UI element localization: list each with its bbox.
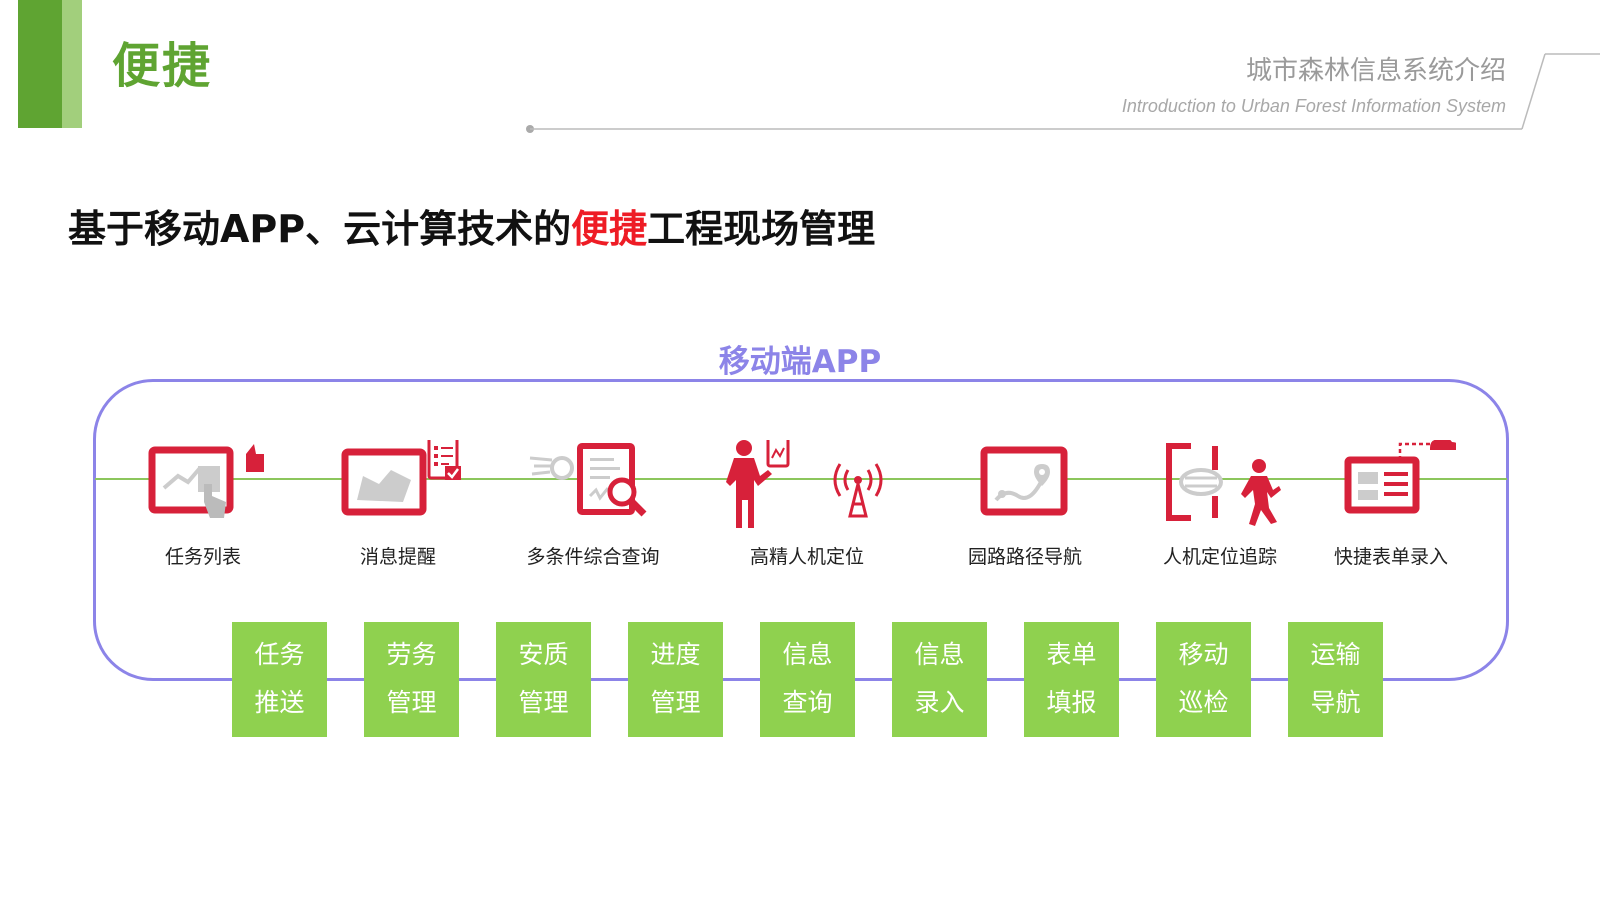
module-label-line2: 管理 [518, 688, 569, 717]
headline-highlight: 便捷 [571, 207, 648, 251]
module-label-line2: 推送 [254, 688, 305, 717]
person-tracking-icon [1166, 443, 1281, 526]
feature-label: 任务列表 [164, 546, 241, 568]
feature-connector-line [95, 478, 1507, 480]
feature-path-navigation: 园路路径导航 [940, 440, 1110, 569]
module-label-line2: 查询 [782, 688, 833, 717]
module-labor-management[interactable]: 劳务 管理 [364, 622, 459, 737]
feature-label: 高精人机定位 [749, 546, 864, 568]
module-form-filling[interactable]: 表单 填报 [1024, 622, 1119, 737]
module-info-entry[interactable]: 信息 录入 [892, 622, 987, 737]
form-cloud-icon [1344, 440, 1456, 514]
module-safety-quality[interactable]: 安质 管理 [496, 622, 591, 737]
feature-task-list: 任务列表 [118, 440, 288, 569]
module-label-line2: 导航 [1310, 688, 1361, 717]
module-label-line2: 录入 [914, 688, 965, 717]
tablet-map-icon [980, 446, 1068, 516]
module-mobile-inspection[interactable]: 移动 巡检 [1156, 622, 1251, 737]
tablet-touch-icon [148, 444, 264, 518]
brand-title-cn: 城市森林信息系统介绍 [1245, 56, 1506, 86]
module-label-line1: 进度 [650, 640, 701, 669]
app-title: 移动端APP [718, 344, 882, 380]
headline: 基于移动APP、云计算技术的便捷工程现场管理 [68, 198, 875, 253]
module-label-line1: 移动 [1178, 640, 1229, 669]
module-label-line1: 信息 [782, 640, 833, 669]
module-label-line1: 劳务 [386, 640, 437, 669]
feature-label: 多条件综合查询 [526, 546, 660, 568]
document-search-icon [529, 443, 647, 517]
module-label-line2: 管理 [386, 688, 437, 717]
module-label-line2: 管理 [650, 688, 701, 717]
module-label-line2: 巡检 [1178, 688, 1229, 717]
module-label-line1: 信息 [914, 640, 965, 669]
module-progress-management[interactable]: 进度 管理 [628, 622, 723, 737]
module-task-push[interactable]: 任务 推送 [232, 622, 327, 737]
headline-suffix: 工程现场管理 [647, 207, 876, 251]
feature-tracking: 人机定位追踪 [1135, 440, 1305, 569]
accent-bar-dark [18, 0, 62, 128]
brand-title-en: Introduction to Urban Forest Information… [1121, 96, 1506, 116]
module-label-line1: 安质 [518, 640, 569, 669]
feature-label: 快捷表单录入 [1333, 546, 1448, 568]
feature-multi-query: 多条件综合查询 [508, 440, 678, 569]
module-label-line2: 填报 [1046, 688, 1097, 717]
feature-form-entry: 快捷表单录入 [1306, 440, 1476, 569]
module-label-line1: 任务 [254, 640, 305, 669]
slide-title: 便捷 [112, 38, 213, 94]
module-label-line1: 表单 [1046, 640, 1097, 669]
feature-label: 消息提醒 [359, 546, 436, 568]
module-label-line1: 运输 [1310, 640, 1361, 669]
header-divider [526, 53, 1600, 133]
feature-message-reminder: 消息提醒 [313, 440, 483, 569]
tablet-message-icon [341, 440, 461, 516]
accent-bar-light [62, 0, 82, 128]
feature-label: 园路路径导航 [967, 546, 1082, 568]
headline-prefix: 基于移动APP、云计算技术的 [68, 207, 572, 251]
person-signal-icon [726, 440, 883, 528]
feature-label: 人机定位追踪 [1162, 546, 1277, 568]
module-info-query[interactable]: 信息 查询 [760, 622, 855, 737]
feature-precise-location: 高精人机定位 [722, 440, 892, 569]
module-transport-navigation[interactable]: 运输 导航 [1288, 622, 1383, 737]
